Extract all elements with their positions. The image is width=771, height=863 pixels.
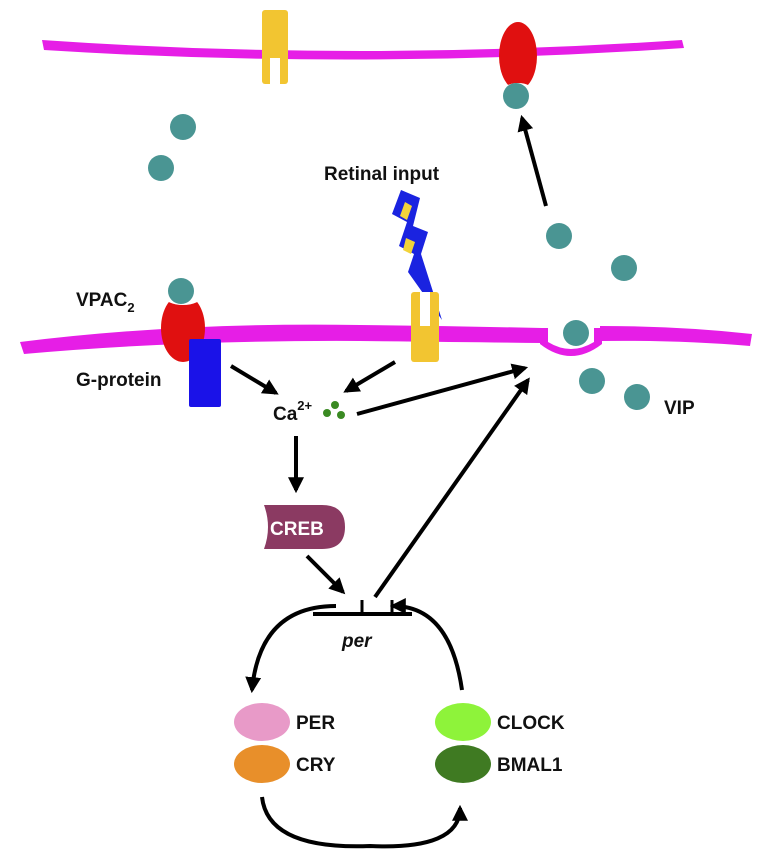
vip-molecule [170, 114, 196, 140]
channel-to-calcium-arrow [343, 360, 397, 393]
vip-release-arrow [517, 114, 548, 207]
vpac2-label: VPAC2 [76, 290, 135, 315]
clock-bmal1-to-per-arrow [389, 598, 464, 691]
vip-molecule [503, 83, 529, 109]
retinal-input-lightning-icon [392, 190, 442, 320]
calcium-label: Ca2+ [273, 398, 313, 425]
per-protein [234, 703, 290, 741]
bottom-membrane [20, 324, 542, 354]
vip-molecule [579, 368, 605, 394]
clock-label: CLOCK [497, 713, 565, 734]
vip-molecule [546, 223, 572, 249]
calcium-to-release-arrow [356, 363, 529, 416]
per-to-percry-arrow [245, 604, 337, 694]
vip-molecule [563, 320, 589, 346]
bmal1-label: BMAL1 [497, 755, 563, 776]
calcium-ions [323, 401, 345, 419]
bottom-membrane-right [600, 326, 752, 346]
creb-label: CREB [270, 519, 324, 540]
vip-molecule [168, 278, 194, 304]
retinal-input-label: Retinal input [324, 164, 440, 185]
percry-to-clockbmal1-arrow [260, 796, 468, 849]
cry-label: CRY [296, 755, 336, 776]
g-protein [189, 339, 221, 407]
vip-label: VIP [664, 398, 695, 419]
gprotein-to-calcium-arrow [229, 364, 279, 395]
bmal1-protein [435, 745, 491, 783]
per-gene-label: per [341, 631, 373, 652]
vip-molecule [148, 155, 174, 181]
top-membrane [42, 40, 684, 60]
per-to-release-arrow [373, 377, 530, 599]
clock-protein [435, 703, 491, 741]
vip-molecule [624, 384, 650, 410]
per-label: PER [296, 713, 335, 734]
cry-protein [234, 745, 290, 783]
membrane-ion-channel [411, 292, 439, 362]
g-protein-label: G-protein [76, 370, 162, 391]
creb-to-per-arrow [305, 554, 346, 595]
vip-molecule [611, 255, 637, 281]
vesicle-fusion-pocket [540, 328, 602, 356]
top-ion-channel [262, 10, 288, 84]
creb-protein [264, 505, 345, 549]
